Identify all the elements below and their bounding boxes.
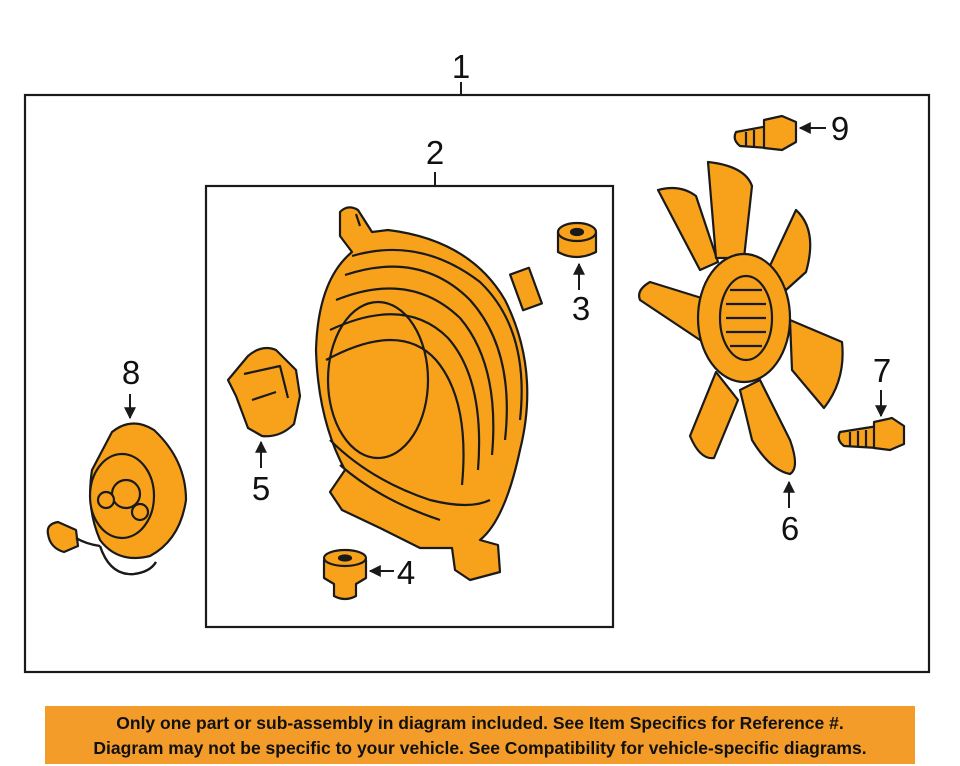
fan-motor-icon[interactable] <box>46 422 188 576</box>
callout-9[interactable]: 9 <box>831 110 849 147</box>
callout-6[interactable]: 6 <box>781 510 799 547</box>
bracket-icon[interactable] <box>226 346 302 438</box>
assembly-frame <box>23 93 931 674</box>
callout-5[interactable]: 5 <box>252 470 270 507</box>
notice-banner: Only one part or sub-assembly in diagram… <box>45 706 915 764</box>
grommet-icon[interactable] <box>556 221 598 259</box>
parts-diagram: 1 2 3 4 5 <box>23 48 931 674</box>
shroud-subassembly-frame <box>204 184 615 629</box>
bushing-icon[interactable] <box>322 548 368 601</box>
notice-line-1: Only one part or sub-assembly in diagram… <box>116 713 844 733</box>
callout-2[interactable]: 2 <box>426 134 444 171</box>
callout-8[interactable]: 8 <box>122 354 140 391</box>
callout-7[interactable]: 7 <box>873 352 891 389</box>
callout-3[interactable]: 3 <box>572 290 590 327</box>
callout-1[interactable]: 1 <box>452 48 470 85</box>
notice-line-2: Diagram may not be specific to your vehi… <box>93 738 867 758</box>
fan-shroud-icon[interactable] <box>314 206 543 582</box>
fan-blade-icon[interactable] <box>638 160 844 476</box>
bolt-icon[interactable] <box>837 416 906 452</box>
callout-4[interactable]: 4 <box>397 554 415 591</box>
bolt-icon[interactable] <box>733 114 798 152</box>
